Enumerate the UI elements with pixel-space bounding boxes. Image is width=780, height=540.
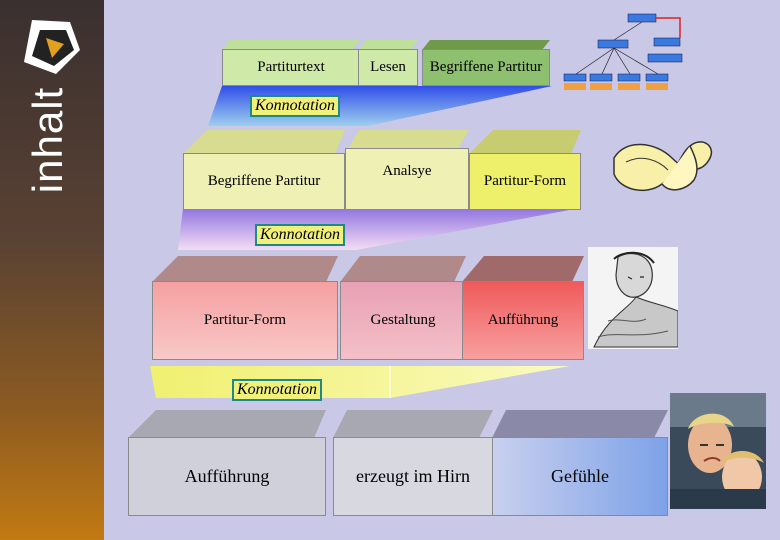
row1-label-3: Begriffene Partitur [429,59,543,75]
row2-label-1: Begriffene Partitur [207,173,321,189]
row1-label-1: Partiturtext [257,59,325,75]
row3-box-2: Gestaltung [340,256,466,360]
row3-label-1: Partitur-Form [203,312,287,328]
logo-icon [24,20,80,74]
row2-box-2: Analsye [345,130,469,210]
konnotation-3: Konnotation [232,379,323,401]
row1-box-2: Lesen [358,40,418,86]
row2-box-3: Partitur-Form [469,130,581,210]
row1-box-3: Begriffene Partitur [422,40,550,86]
sketch-portrait-image [588,247,678,349]
konnotation-2: Konnotation [255,224,346,246]
row3-label-3: Aufführung [487,312,559,328]
emotional-faces-image [670,393,766,509]
konnotation-1: Konnotation [250,95,341,117]
row4-box-1: Aufführung [128,410,326,516]
row4-box-3: Gefühle [492,410,668,516]
row3-box-1: Partitur-Form [152,256,338,360]
row4-label-2: erzeugt im Hirn [356,466,470,486]
row1-label-2: Lesen [370,59,406,75]
row4-label-3: Gefühle [551,466,609,486]
mobius-icon [613,141,713,192]
row2-box-1: Begriffene Partitur [183,130,345,210]
row1-box-1: Partiturtext [222,40,360,86]
sidebar: inhalt [0,0,104,540]
row4-box-2: erzeugt im Hirn [333,410,493,516]
row4-label-1: Aufführung [184,466,270,486]
row3-box-3: Aufführung [462,256,584,360]
flow-diagram-thumbnail [563,13,683,90]
row2-label-3: Partitur-Form [483,173,567,189]
row3-label-2: Gestaltung [370,312,436,328]
row2-label-2: Analsye [382,163,432,179]
